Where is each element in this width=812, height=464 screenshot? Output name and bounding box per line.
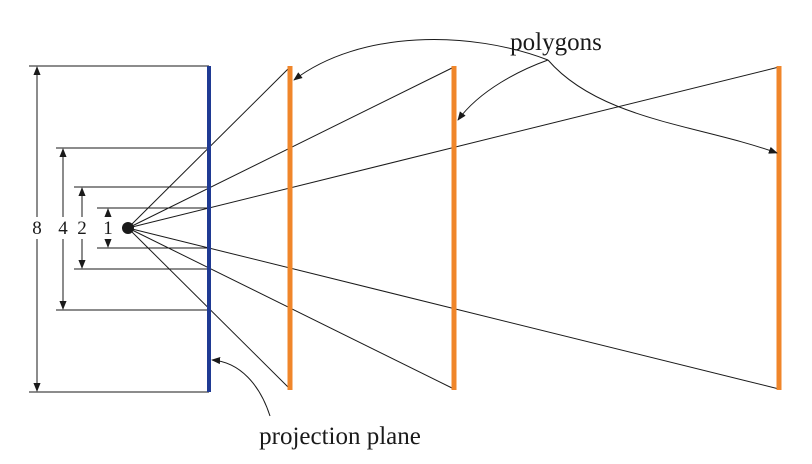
dimension-label-2: 2 — [77, 218, 87, 239]
projection-plane-callout-arrow — [211, 356, 271, 417]
dimension-label-4: 4 — [58, 218, 68, 239]
polygons-callout-arrows — [293, 39, 778, 154]
dimension-extension-lines — [29, 65, 209, 393]
dimension-labels: 8 4 2 1 — [29, 217, 116, 239]
polygons — [287, 66, 782, 390]
dimension-label-8: 8 — [32, 218, 42, 239]
polygons-label: polygons — [510, 29, 602, 56]
eye-point — [122, 222, 134, 234]
dimension-label-1: 1 — [103, 218, 113, 239]
projection-plane-label: projection plane — [259, 423, 421, 450]
dimension-arrows — [33, 66, 112, 392]
